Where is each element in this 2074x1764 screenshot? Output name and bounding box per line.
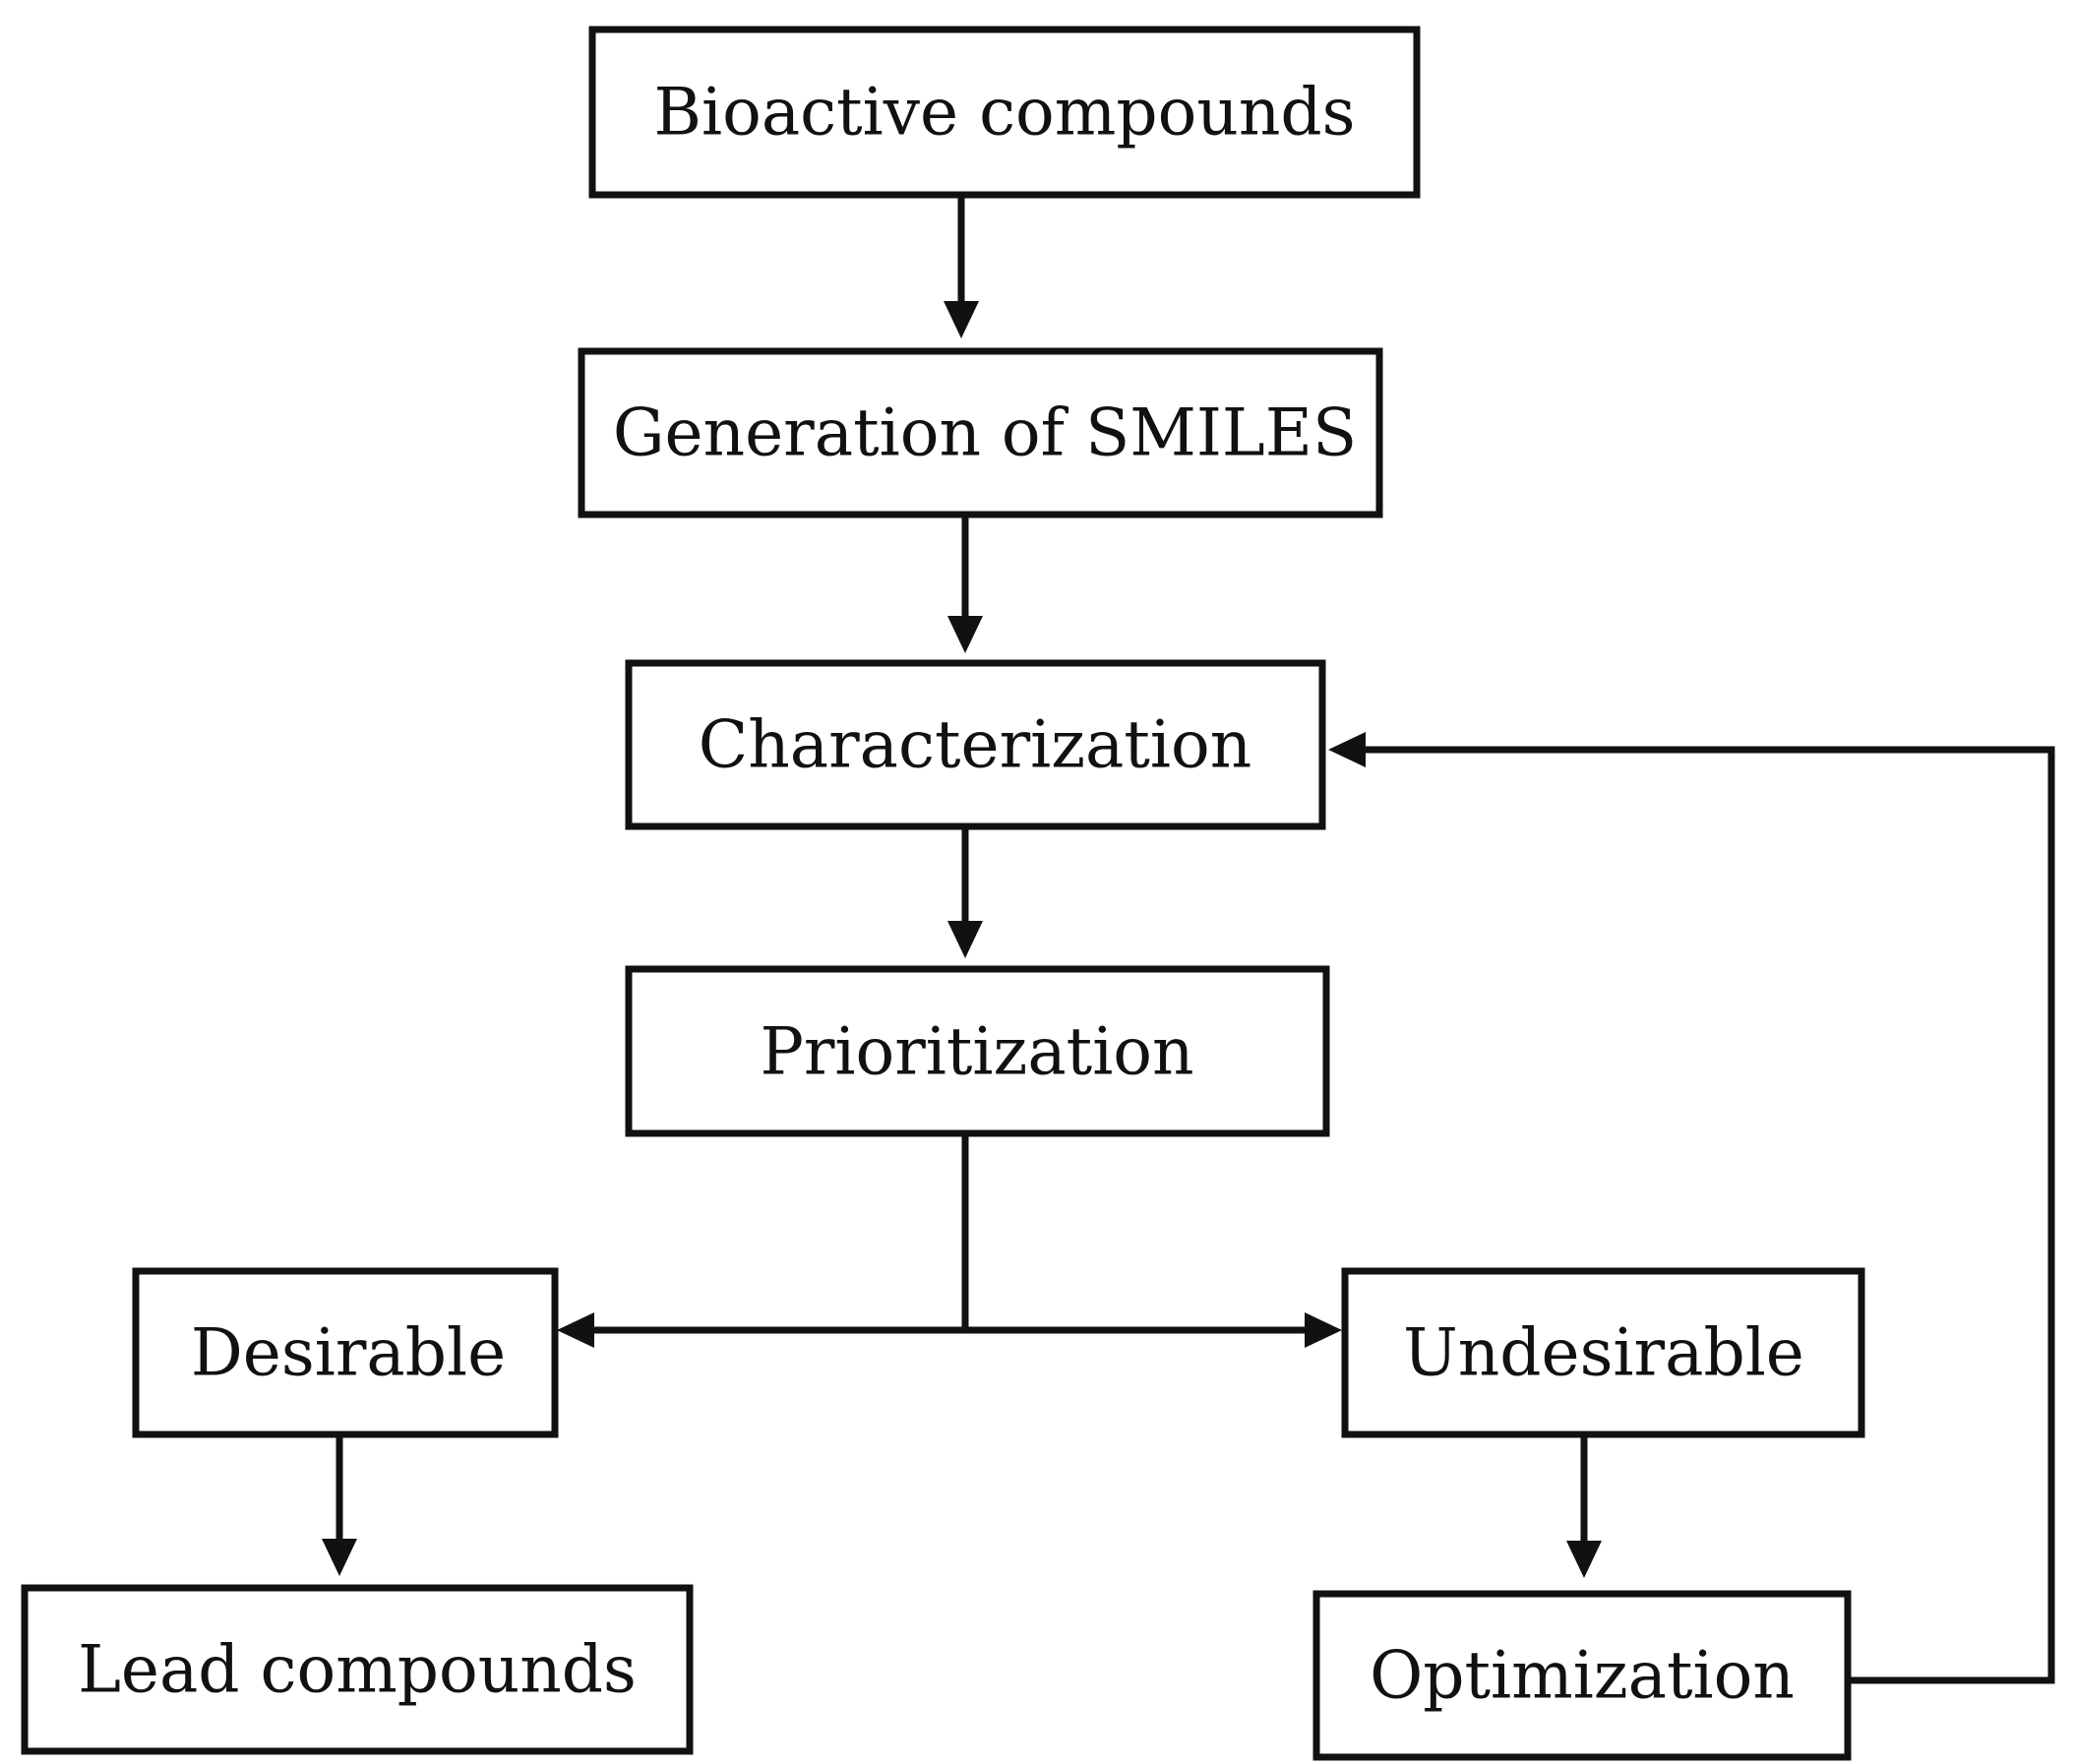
arrowhead-undesirable (1305, 1312, 1342, 1348)
node-optimization: Optimization (1312, 1590, 1852, 1761)
node-desirable: Desirable (132, 1267, 559, 1438)
edges (322, 193, 2055, 1684)
node-desirable-label: Desirable (191, 1315, 506, 1391)
arrowhead-characterization-feedback (1328, 732, 1366, 767)
arrowhead-optimization (1566, 1541, 1602, 1578)
edge-optimization-to-characterization (1358, 746, 2055, 1684)
node-prioritization-label: Prioritization (760, 1014, 1193, 1090)
arrowhead-smiles (944, 301, 979, 338)
arrowhead-desirable (557, 1312, 594, 1348)
node-undesirable-label: Undesirable (1403, 1315, 1804, 1391)
node-smiles-label: Generation of SMILES (613, 395, 1357, 471)
node-lead: Lead compounds (21, 1584, 694, 1755)
node-bioactive-label: Bioactive compounds (653, 75, 1355, 151)
arrowhead-lead (322, 1539, 357, 1576)
node-characterization: Characterization (625, 659, 1326, 830)
node-lead-label: Lead compounds (78, 1632, 637, 1708)
node-undesirable: Undesirable (1341, 1267, 1865, 1438)
arrowhead-characterization (947, 616, 983, 653)
node-smiles: Generation of SMILES (578, 347, 1383, 518)
node-bioactive: Bioactive compounds (588, 26, 1421, 199)
node-characterization-label: Characterization (699, 707, 1251, 783)
arrowhead-prioritization (947, 921, 983, 958)
node-optimization-label: Optimization (1370, 1638, 1795, 1714)
node-prioritization: Prioritization (625, 965, 1330, 1137)
